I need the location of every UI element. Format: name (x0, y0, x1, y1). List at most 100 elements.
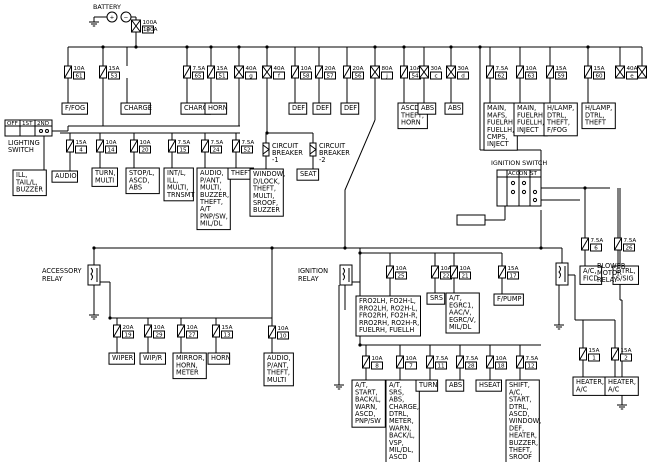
top-load-13-box (444, 102, 464, 115)
acc-load-0-text: WIPER (112, 354, 134, 362)
junction-dot (270, 246, 274, 250)
top-fuse-15-number: 63 (527, 74, 535, 80)
top-load-13-text: ABS (448, 104, 461, 112)
battery-plus-icon (106, 11, 118, 23)
top-fuse-11-rating: 10A (410, 66, 421, 72)
top-fuse-5-element (234, 65, 244, 79)
second-fuse-1-number: 14 (107, 148, 115, 154)
top-load-16-text: THEFT, (546, 119, 570, 127)
circuit-breaker-2-element (309, 144, 317, 155)
top-load-17-box (581, 102, 616, 130)
top-load-15-text: INJECT (517, 126, 540, 134)
blower-fuse-0-number: 1 (592, 356, 596, 362)
ignition-relay-coil (342, 267, 345, 281)
second-fuse-5-number: 52 (243, 148, 250, 154)
junction-dot (237, 45, 241, 49)
acc-fuse-3-rating: 15A (222, 325, 233, 331)
top-load-17-text: THEFT (584, 119, 607, 127)
ign-lower-fuse-0-number: 8 (375, 364, 379, 370)
dtrl-load-1-box (612, 265, 639, 285)
breaker-load-1-box (296, 168, 320, 181)
ign-load-0-text: FRO2LH, FO2H-L, (359, 297, 416, 305)
ign-lower-load-4-box (475, 379, 502, 392)
second-fuse-4-rating: 7.5A (211, 140, 224, 146)
main-fuse-element (131, 19, 141, 33)
ignition-switch-contact (521, 180, 527, 186)
second-fuse-4-element (201, 139, 209, 153)
second-fuse-4-number: 24 (212, 148, 220, 154)
second-load-1-text: MULTI (95, 176, 114, 184)
top-load-2-text: CHARGE (124, 104, 152, 112)
ign-lower-load-1-text: ABS, (389, 396, 404, 404)
breaker-load-0-text: D/LOCK, (253, 177, 280, 185)
ign-fuse-0-element (386, 265, 394, 279)
second-load-5-text: THEFT (230, 169, 253, 177)
top-load-14-text: FUELRH, (487, 119, 515, 127)
second-fuse-3-number-box (177, 145, 189, 154)
acc-fuse-1-rating: 10A (154, 325, 165, 331)
top-load-9-text: DEF (344, 104, 357, 112)
ign-lower-load-1-text: WARN, (389, 424, 411, 432)
second-load-3-text: INT/L, (167, 169, 186, 177)
junction-dot (402, 45, 406, 49)
ign-fuse-3-element (498, 265, 506, 279)
top-fuse-3-number: 65 (194, 74, 202, 80)
acc-load-4-text: AUDIO, (267, 354, 291, 362)
second-fuse-0-number-box (75, 145, 87, 154)
second-load-1-box (91, 167, 118, 187)
top-fuse-9-number: 56 (354, 74, 362, 80)
top-fuse-11-element (400, 65, 408, 79)
accessory-relay-label: ACCESSORY (42, 267, 82, 275)
top-fuse-4-rating: 15A (217, 66, 228, 72)
top-fuse-4-element (207, 65, 215, 79)
top-load-16-box (543, 102, 578, 137)
second-load-0-box (51, 170, 78, 183)
battery-terminal: − (124, 15, 129, 21)
junction-dot (265, 45, 269, 49)
second-load-2-box (125, 167, 160, 195)
dtrl-fuse-1-number-box (623, 243, 635, 252)
top-fuse-3-number-box (192, 71, 204, 80)
blower-fuse-1-number-box (620, 353, 632, 362)
ign-load-2-text: A/T, (449, 294, 462, 302)
lighting-switch-contact (45, 129, 49, 133)
acc-fuse-2-rating: 10A (187, 325, 198, 331)
junction-dot (343, 246, 347, 250)
second-fuse-5-rating: 7.5A (242, 140, 255, 146)
top-fuse-15-number-box (525, 71, 537, 80)
ign-lower-fuse-3-element (456, 355, 464, 369)
circuit-breaker-2-label: CIRCUIT (319, 142, 346, 150)
top-fuse-13-number: d (461, 74, 465, 80)
junction-dot (265, 131, 269, 135)
junction-dot (134, 45, 138, 49)
top-fuse-1-number: 53 (110, 74, 118, 80)
ign-lower-fuse-5-number-box (525, 361, 537, 370)
lighting-switch-column: OFF (7, 121, 18, 127)
top-fuse-1-rating: 15A (109, 66, 120, 72)
acc-fuse-3-element (212, 324, 220, 338)
lighting-switch-column: 2ND (37, 121, 49, 127)
top-fuse-11-number: 54 (411, 74, 419, 80)
top-fuse-0-element (64, 65, 72, 79)
ign-lower-fuse-0-number-box (371, 361, 383, 370)
battery-terminal: + (110, 15, 115, 21)
ignition-feed (344, 119, 376, 248)
junction-dot (101, 45, 105, 49)
second-fuse-1-number-box (105, 145, 117, 154)
second-fuse-0-element (66, 139, 74, 153)
ign-fuse-3-rating: 15A (508, 266, 519, 272)
dtrl-load-0-text: FICD (583, 274, 598, 282)
top-load-12-text: ABS (421, 104, 434, 112)
ign-lower-load-5-text: SROOF (509, 453, 532, 461)
top-fuse-1-number-box (108, 71, 120, 80)
second-fuse-2-rating: 10A (140, 140, 151, 146)
breaker-load-0-box (249, 168, 284, 217)
ign-lower-load-0-text: ASCD, (355, 410, 375, 418)
main-fuse-number-box (142, 25, 154, 34)
circuit-breaker-2-label: BREAKER (319, 149, 350, 157)
second-fuse-0-number: 4 (79, 148, 83, 154)
ign-lower-load-0-text: WARN, (355, 403, 377, 411)
acc-load-1-text: WIP/R (143, 354, 163, 362)
junction-dot (583, 186, 587, 190)
ign-lower-fuse-2-rating: 7.5A (436, 356, 449, 362)
